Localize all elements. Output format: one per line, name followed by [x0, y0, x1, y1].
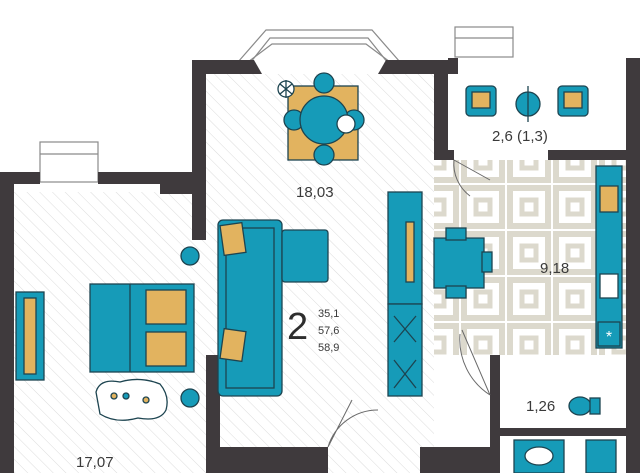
- kitchen-area: 9,18: [540, 260, 570, 277]
- table-with-chairs-icon: [283, 72, 365, 166]
- bedroom-area: 17,07: [76, 454, 114, 471]
- doors: [327, 159, 491, 448]
- sofa-icon: [217, 219, 329, 397]
- table-with-chairs-icon: [433, 227, 493, 299]
- bathroom-floor: [500, 362, 626, 428]
- bay-window: [237, 29, 401, 69]
- apartment-living-area: 35,1: [318, 308, 340, 320]
- round-table-icon: [515, 86, 541, 122]
- wardrobe-icon: [15, 291, 45, 381]
- walls: [0, 58, 640, 473]
- bed-icon: [89, 283, 195, 373]
- kitchen-living-area: 18,03: [296, 184, 334, 201]
- tv-unit-icon: [387, 191, 423, 397]
- nightstand-icon: [180, 246, 200, 408]
- kitchen-furniture: *: [433, 165, 623, 349]
- balcony-window: [454, 26, 514, 58]
- apartment-rooms-count: 2: [287, 306, 309, 348]
- plant-icon: [277, 80, 295, 98]
- apartment-total-area: 57,6: [318, 325, 340, 337]
- sink-icon: [513, 439, 617, 473]
- rug-icon: [95, 378, 168, 421]
- armchair-icon: [557, 85, 589, 117]
- svg-text:*: *: [606, 329, 612, 346]
- stove-icon: *: [597, 321, 621, 347]
- armchair-icon: [465, 85, 497, 117]
- countertop-icon: [595, 165, 623, 349]
- bedroom-furniture: [15, 246, 200, 421]
- balcony-furniture: [465, 85, 589, 122]
- windows: [39, 26, 514, 183]
- bathroom-furniture: [513, 396, 617, 473]
- toilet-icon: [568, 396, 601, 416]
- apartment-total-with-balcony: 58,9: [318, 342, 340, 354]
- balcony-area: 2,6 (1,3): [492, 128, 548, 145]
- bathroom-area: 1,26: [526, 398, 556, 415]
- living-furniture: [217, 72, 423, 397]
- bedroom-window: [39, 141, 99, 183]
